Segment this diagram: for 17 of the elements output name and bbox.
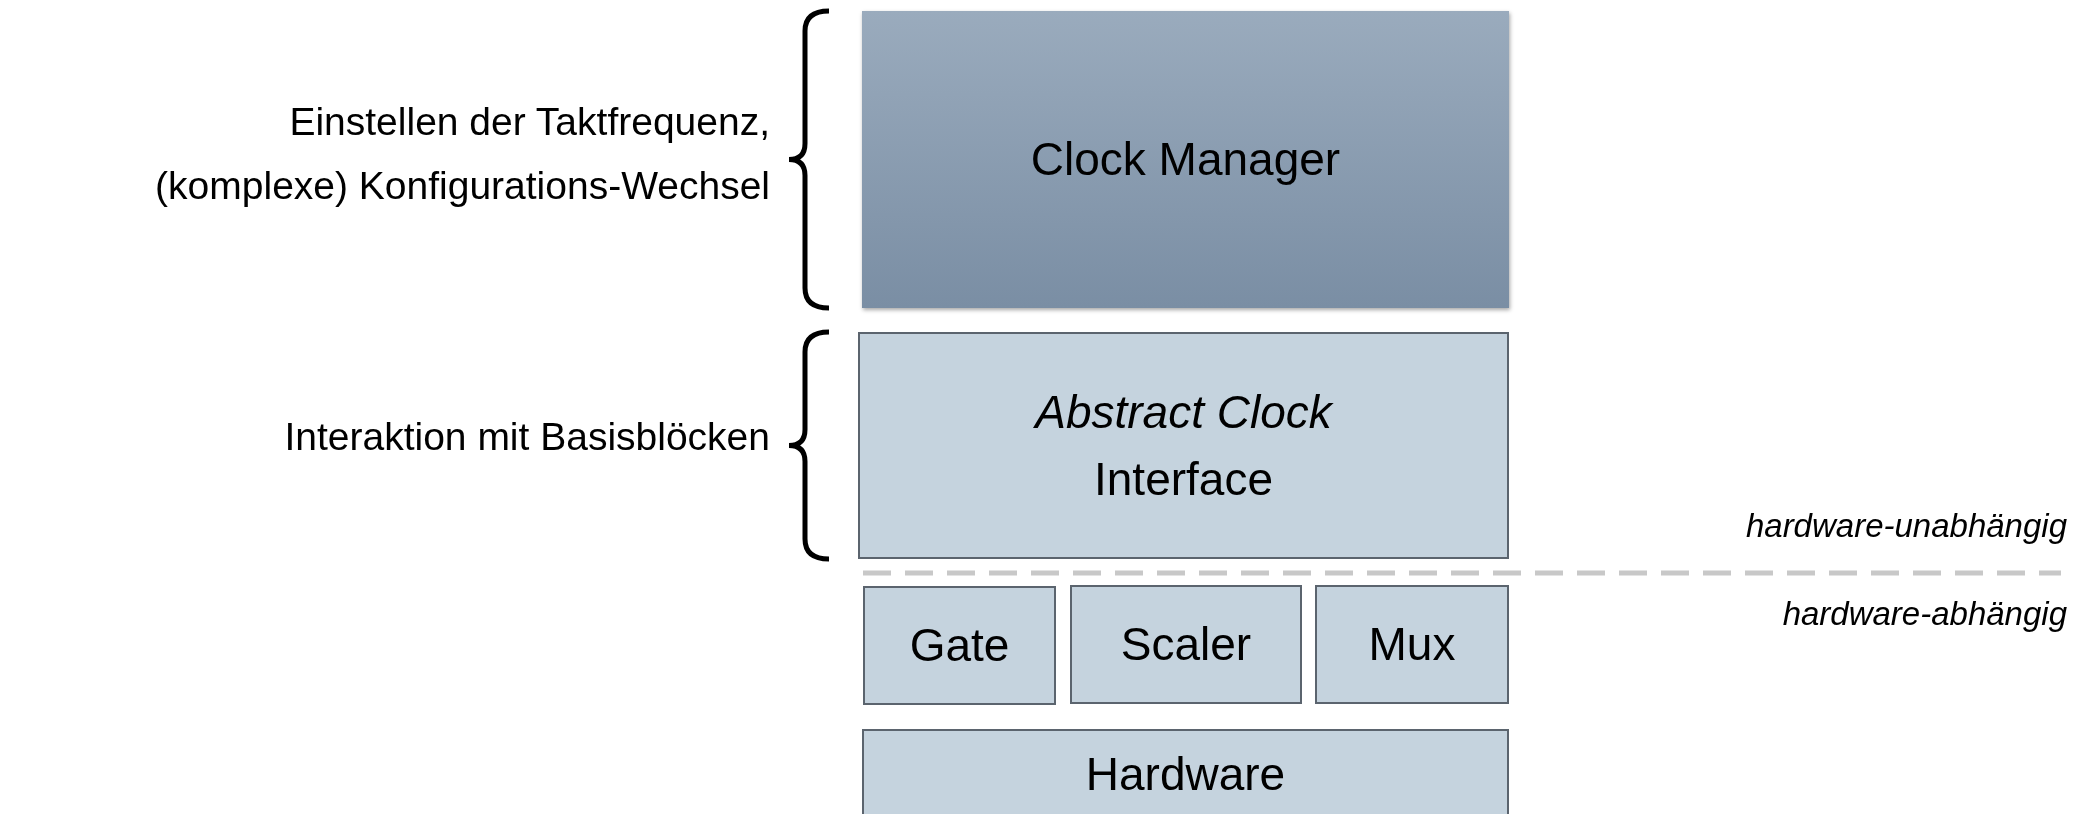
layer-label: Clock Manager xyxy=(1030,132,1341,188)
interface-layer-box xyxy=(858,332,1509,559)
layer-label: Interface xyxy=(1094,451,1273,507)
layer-label: Scaler xyxy=(1120,617,1252,673)
layer-boundary-note: hardware-abhängig xyxy=(1782,595,2067,633)
layer-boundary-note: hardware-unabhängig xyxy=(1745,507,2067,545)
block-box xyxy=(1070,585,1302,704)
block-box xyxy=(863,586,1056,705)
manager-layer-box xyxy=(862,11,1509,308)
layer-label: Hardware xyxy=(1085,747,1286,802)
layer-label: Mux xyxy=(1368,617,1456,673)
layer-label: Abstract Clock xyxy=(1035,384,1332,440)
layer-description: Interaktion mit Basisblöcken xyxy=(283,414,770,460)
layer-label: Gate xyxy=(909,618,1010,674)
hardware-layer-box xyxy=(862,729,1509,814)
layer-description: Einstellen der Taktfrequenz, (komplexe) Konfigurations-Wechsel xyxy=(154,99,770,210)
block-box xyxy=(1315,585,1509,704)
